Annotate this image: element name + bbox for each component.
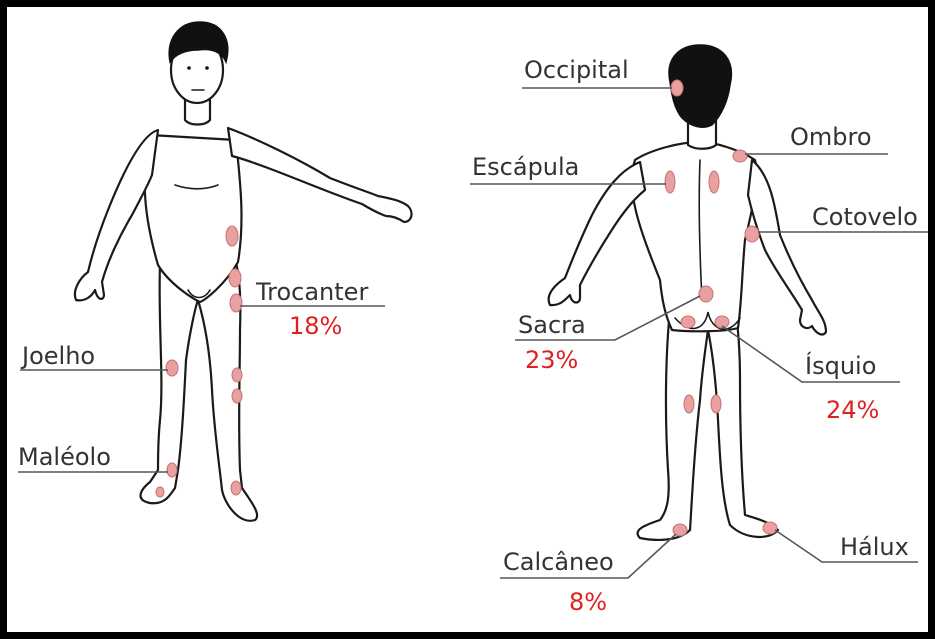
label-trocanter: Trocanter <box>256 280 368 304</box>
spot-back-knee-right <box>711 395 721 413</box>
label-ombro: Ombro <box>790 125 872 149</box>
spot-front-trocanter-2 <box>230 294 242 312</box>
spot-front-hip-upper <box>226 226 238 246</box>
label-calcaneo: Calcâneo <box>503 550 614 574</box>
label-isquio: Ísquio <box>805 354 876 378</box>
percent-calcaneo: 8% <box>569 590 607 614</box>
percent-isquio: 24% <box>826 398 879 422</box>
spot-back-shoulder <box>733 150 747 162</box>
spot-back-knee-left <box>684 395 694 413</box>
spot-back-hallux <box>763 522 777 534</box>
label-maleolo: Maléolo <box>18 445 111 469</box>
spot-front-knee <box>166 360 178 376</box>
back-legs <box>638 310 778 540</box>
label-escapula: Escápula <box>472 155 579 179</box>
spot-back-sacrum <box>699 286 713 302</box>
spot-front-leg-1 <box>232 368 242 382</box>
label-occipital: Occipital <box>524 58 629 82</box>
front-right-eye <box>205 66 209 70</box>
back-torso <box>632 142 757 331</box>
front-left-eye <box>187 66 191 70</box>
spot-back-occipital <box>671 80 683 96</box>
spot-back-ischium-left <box>681 316 695 328</box>
label-cotovelo: Cotovelo <box>812 205 918 229</box>
front-left-arm <box>75 130 158 300</box>
percent-trocanter: 18% <box>289 314 342 338</box>
label-sacra: Sacra <box>518 313 586 337</box>
spot-front-foot <box>156 487 164 497</box>
spot-front-trocanter-1 <box>229 269 241 287</box>
spot-front-leg-2 <box>232 389 242 403</box>
front-right-arm <box>228 128 411 222</box>
back-right-arm <box>748 160 826 334</box>
back-body-figure <box>549 45 826 540</box>
spot-back-scapula-right <box>709 171 719 193</box>
spot-back-elbow <box>745 226 759 242</box>
spot-back-scapula-left <box>665 171 675 193</box>
spot-front-malleolus <box>167 463 177 477</box>
percent-sacra: 23% <box>525 348 578 372</box>
spot-front-ankle-right <box>231 481 241 495</box>
label-joelho: Joelho <box>22 344 95 368</box>
front-body-figure <box>75 22 412 521</box>
label-halux: Hálux <box>840 535 909 559</box>
